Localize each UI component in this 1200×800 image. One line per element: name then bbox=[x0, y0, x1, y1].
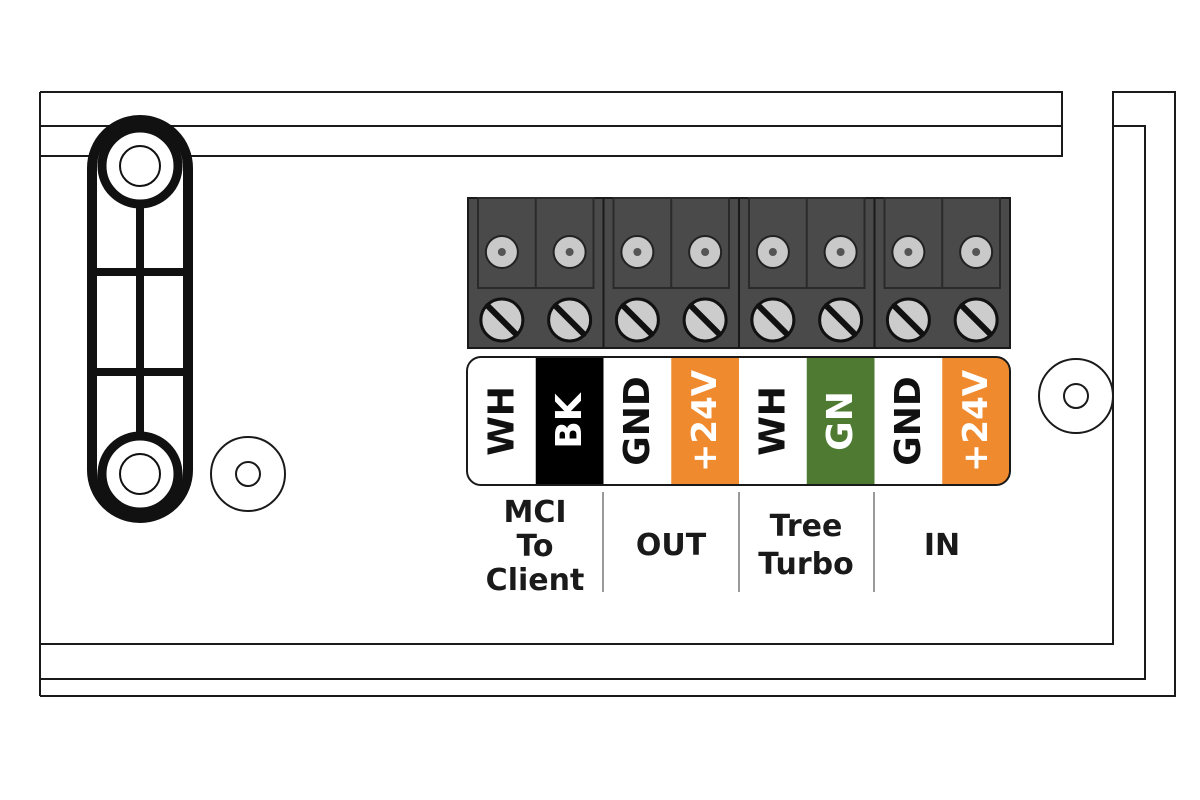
enclosure-top-rail bbox=[40, 91, 1063, 157]
group-dividers bbox=[602, 492, 875, 592]
group-label-tree-turbo: Tree Turbo bbox=[758, 509, 853, 582]
terminal-pole bbox=[750, 235, 796, 343]
terminal-pole bbox=[885, 235, 931, 343]
group-label-line: IN bbox=[924, 528, 960, 563]
group-label-out: OUT bbox=[636, 528, 707, 563]
wire-label: WH bbox=[752, 386, 793, 456]
wire-color-cell bbox=[942, 357, 1010, 485]
wire-color-cell bbox=[603, 357, 672, 485]
wire-label: WH bbox=[481, 386, 522, 456]
bracket-bottom-hole-inner bbox=[119, 453, 161, 495]
washer-hole bbox=[235, 461, 261, 487]
terminal-screw-slot bbox=[891, 303, 926, 337]
terminal-screw-slot bbox=[823, 303, 858, 337]
washer-hole bbox=[1063, 383, 1089, 409]
group-label-mci-to-client: MCI To Client bbox=[486, 495, 585, 598]
group-label-line: MCI bbox=[503, 495, 566, 530]
bracket-top-hole-inner bbox=[119, 145, 161, 187]
terminal-pin-center bbox=[836, 248, 845, 256]
terminal-pole bbox=[818, 235, 864, 343]
group-label-line: OUT bbox=[636, 528, 707, 563]
terminal-pole bbox=[682, 235, 728, 343]
wire-label-strip: WH BK GND +24V WH GN GND +24V bbox=[468, 357, 1010, 485]
mount-washer-left bbox=[210, 436, 286, 512]
group-label-line: To bbox=[516, 529, 553, 564]
mounting-bracket bbox=[87, 115, 193, 523]
wire-label: BK bbox=[549, 392, 590, 448]
wire-color-cell bbox=[739, 357, 808, 485]
group-label-line: Client bbox=[486, 563, 585, 598]
terminal-pole bbox=[953, 235, 999, 343]
group-label-line: Turbo bbox=[758, 547, 853, 582]
terminal-blocks bbox=[467, 197, 1011, 349]
wire-label: GND bbox=[617, 376, 658, 466]
terminal-pole bbox=[547, 235, 593, 343]
terminal-pin-center bbox=[972, 248, 981, 256]
terminal-screw-slot bbox=[620, 303, 655, 337]
enclosure bbox=[39, 91, 1176, 697]
group-label-line: Tree bbox=[770, 509, 843, 544]
terminal-pin-center bbox=[701, 248, 710, 256]
enclosure-inner-border bbox=[40, 91, 1176, 697]
wire-label: +24V bbox=[685, 369, 725, 472]
terminal-pole bbox=[479, 235, 525, 343]
wire-color-cell bbox=[806, 357, 875, 485]
enclosure-inner-channel bbox=[40, 125, 1146, 680]
terminal-pin-center bbox=[565, 248, 574, 256]
terminal-pin-center bbox=[633, 248, 642, 256]
terminal-screw-slot bbox=[688, 303, 723, 337]
terminal-screw-slot bbox=[959, 303, 994, 337]
wire-label: GND bbox=[888, 376, 929, 466]
terminal-pin-center bbox=[497, 248, 506, 256]
label-strip-outline bbox=[466, 356, 1011, 486]
terminal-pin-center bbox=[768, 248, 777, 256]
wire-color-cell bbox=[671, 357, 740, 485]
wire-label: +24V bbox=[956, 369, 996, 472]
wire-color-cell bbox=[468, 357, 537, 485]
terminal-pole bbox=[614, 235, 660, 343]
wire-label: GN bbox=[820, 391, 861, 451]
terminal-screw-slot bbox=[552, 303, 587, 337]
mount-washer-right bbox=[1038, 358, 1114, 434]
terminal-pin-center bbox=[904, 248, 913, 256]
terminal-screw-slot bbox=[755, 303, 790, 337]
wire-color-cell bbox=[535, 357, 604, 485]
terminal-screw-slot bbox=[484, 303, 519, 337]
group-label-in: IN bbox=[924, 528, 960, 563]
wire-color-cell bbox=[874, 357, 943, 485]
